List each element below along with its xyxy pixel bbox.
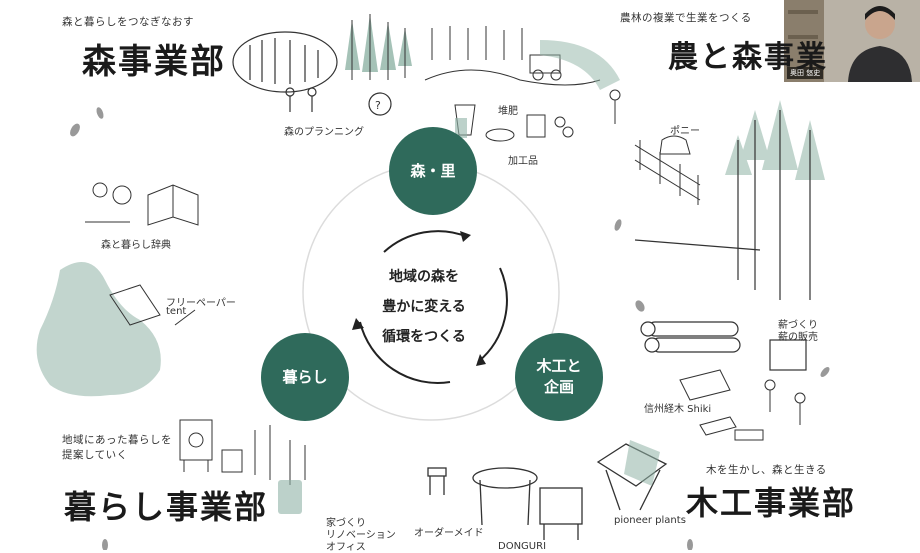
label-firewood-1: 薪づくり [778,320,818,331]
pony-fence-sketch [634,135,701,205]
center-line-3: 循環をつくる [382,329,466,345]
agri-tagline: 農林の複業で生業をつくる [620,12,752,24]
label-dictionary: 森と暮らし辞典 [101,240,171,251]
living-tagline-2: 提案していく [62,449,128,461]
node-forest-village-label: 森・里 [410,161,456,180]
center-line-2: 豊かに変える [382,299,466,315]
workshop-sketch [679,369,806,441]
label-pioneer: pioneer plants [614,515,686,526]
chair-fabric [624,440,660,486]
cycle-center-text: 地域の森を 豊かに変える 循環をつくる [352,262,496,352]
compost-bag [455,118,467,138]
label-pony: ポニー [670,126,700,137]
forest-planning-sketch: ? [232,31,392,116]
cycle-arrows [359,230,508,384]
label-forest-planning: 森のプランニング [284,127,364,138]
label-processed: 加工品 [508,156,538,167]
label-renovation-1: 家づくり [326,518,366,529]
tall-trunks-right [634,110,811,300]
freepaper-sketch [109,284,243,473]
living-title: 暮らし事業部 [64,488,269,526]
forest-tagline: 森と暮らしをつなぎなおす [62,16,194,28]
label-renovation-3: オフィス [326,542,366,553]
stump [278,480,302,514]
living-tagline-1: 地域にあった暮らしを [62,434,172,446]
node-forest-village: 森・里 [389,127,477,215]
label-compost: 堆肥 [498,106,518,117]
node-woodwork-label-1: 木工と [536,357,582,375]
label-freepaper: フリーペーパー [166,298,236,309]
node-living-label: 暮らし [282,367,328,386]
label-shiki: 信州経木 Shiki [644,404,712,415]
wood-title: 木工事業部 [686,484,857,522]
webcam-overlay: 奥田 悠史 [784,0,920,82]
arrow-head-2 [476,354,486,366]
svg-text:?: ? [375,99,381,112]
label-renovation-2: リノベーション [326,530,396,541]
label-firewood-2: 薪の販売 [778,332,818,343]
node-living: 暮らし [261,333,349,421]
arrow-head-3 [352,318,364,330]
label-tent: tent [166,306,187,317]
wood-tagline: 木を生かし、森と生きる [706,464,827,476]
arrow-head-1 [460,231,471,242]
label-donguri: DONGURI [498,541,547,552]
person-silhouette [784,0,912,82]
label-order-made: オーダーメイド [414,528,484,539]
forest-title: 森事業部 [82,42,226,82]
dictionary-sketch [85,182,199,226]
forest-trees-top [345,14,412,72]
logs-sketch [640,321,807,371]
crops-sketch [424,26,621,124]
trees-outline-top [351,14,406,80]
leaves [70,107,830,550]
smoke-cloud [36,262,161,397]
node-woodwork-label-2: 企画 [543,378,574,396]
field-patch [540,40,620,90]
node-woodwork-planning: 木工と 企画 [515,333,603,421]
participant-name: 奥田 悠史 [787,67,824,79]
center-line-1: 地域の森を [389,269,459,285]
trees-bottom-left [254,425,306,485]
agri-title: 農と森事業 [668,40,828,75]
